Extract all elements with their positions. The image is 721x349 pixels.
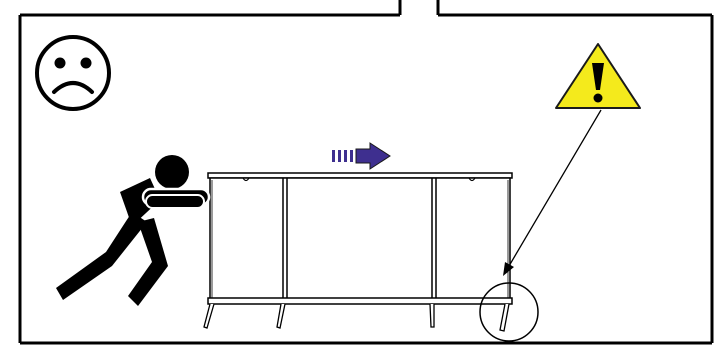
sad-face-icon bbox=[37, 37, 109, 109]
